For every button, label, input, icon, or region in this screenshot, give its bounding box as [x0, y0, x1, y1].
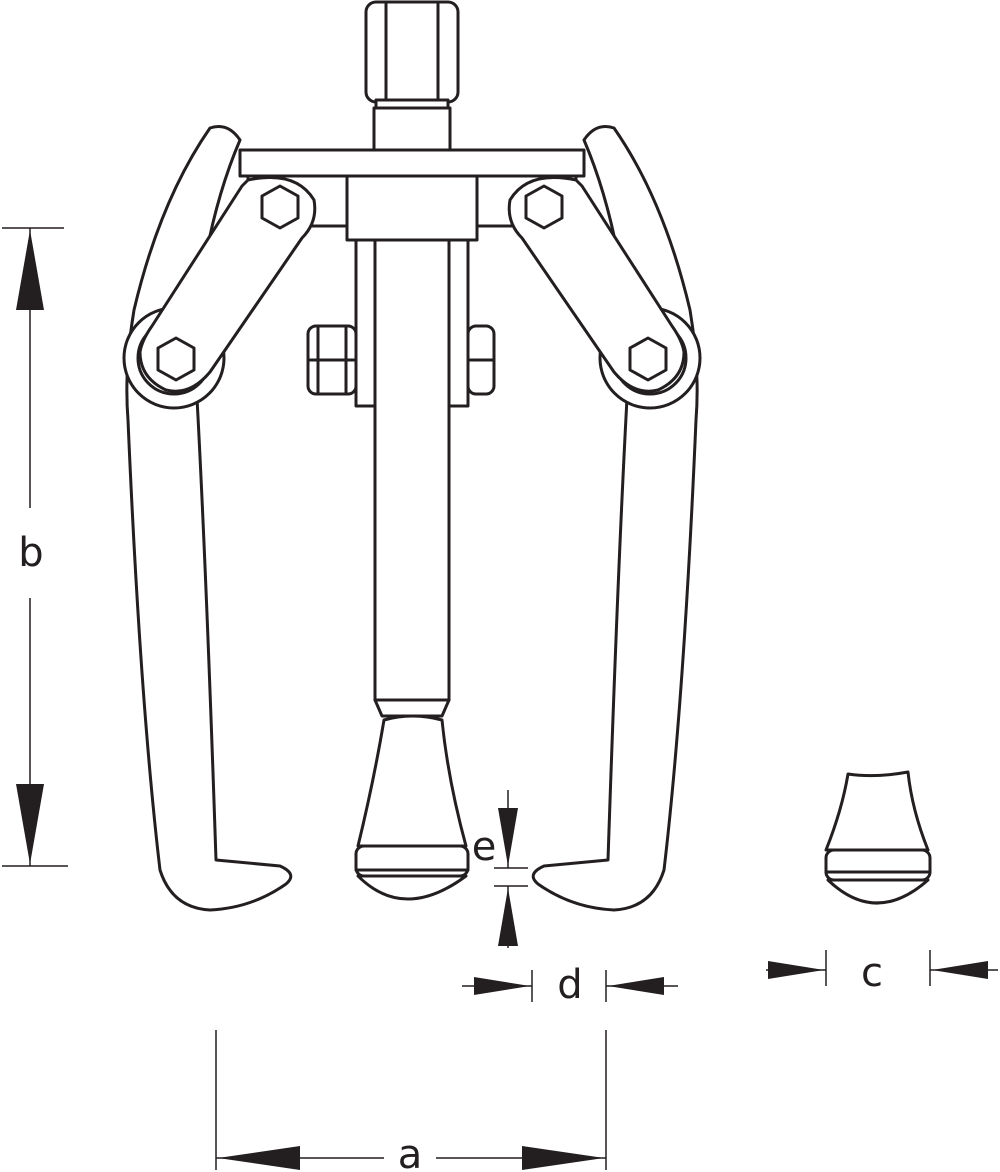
pressure-piece-center [354, 714, 470, 901]
dimension-label-a: a [398, 1132, 423, 1172]
dimension-d: d [462, 962, 678, 1008]
locking-nut-right [466, 324, 496, 396]
dimension-label-b: b [18, 530, 43, 576]
dimension-label-e: e [472, 824, 497, 870]
dimension-label-c: c [861, 950, 883, 996]
dimension-e: e [472, 790, 528, 948]
dimension-a: a [215, 1030, 607, 1172]
link-plate-right [507, 176, 702, 410]
bolt-hex-right-lower [628, 336, 668, 382]
bolt-hex-left-upper [260, 184, 300, 230]
spindle-rod [354, 238, 470, 758]
dimension-c: c [766, 950, 998, 996]
spindle-hex-head [364, 0, 460, 110]
spindle-collar [372, 106, 452, 152]
pressure-piece-detail [824, 770, 932, 905]
bolt-hex-right-upper [524, 184, 564, 230]
locking-nut-left [306, 324, 358, 396]
dimension-label-d: d [557, 962, 582, 1008]
dimension-b: b [2, 227, 68, 867]
bolt-hex-left-lower [156, 336, 196, 382]
link-plate-left [122, 176, 317, 410]
